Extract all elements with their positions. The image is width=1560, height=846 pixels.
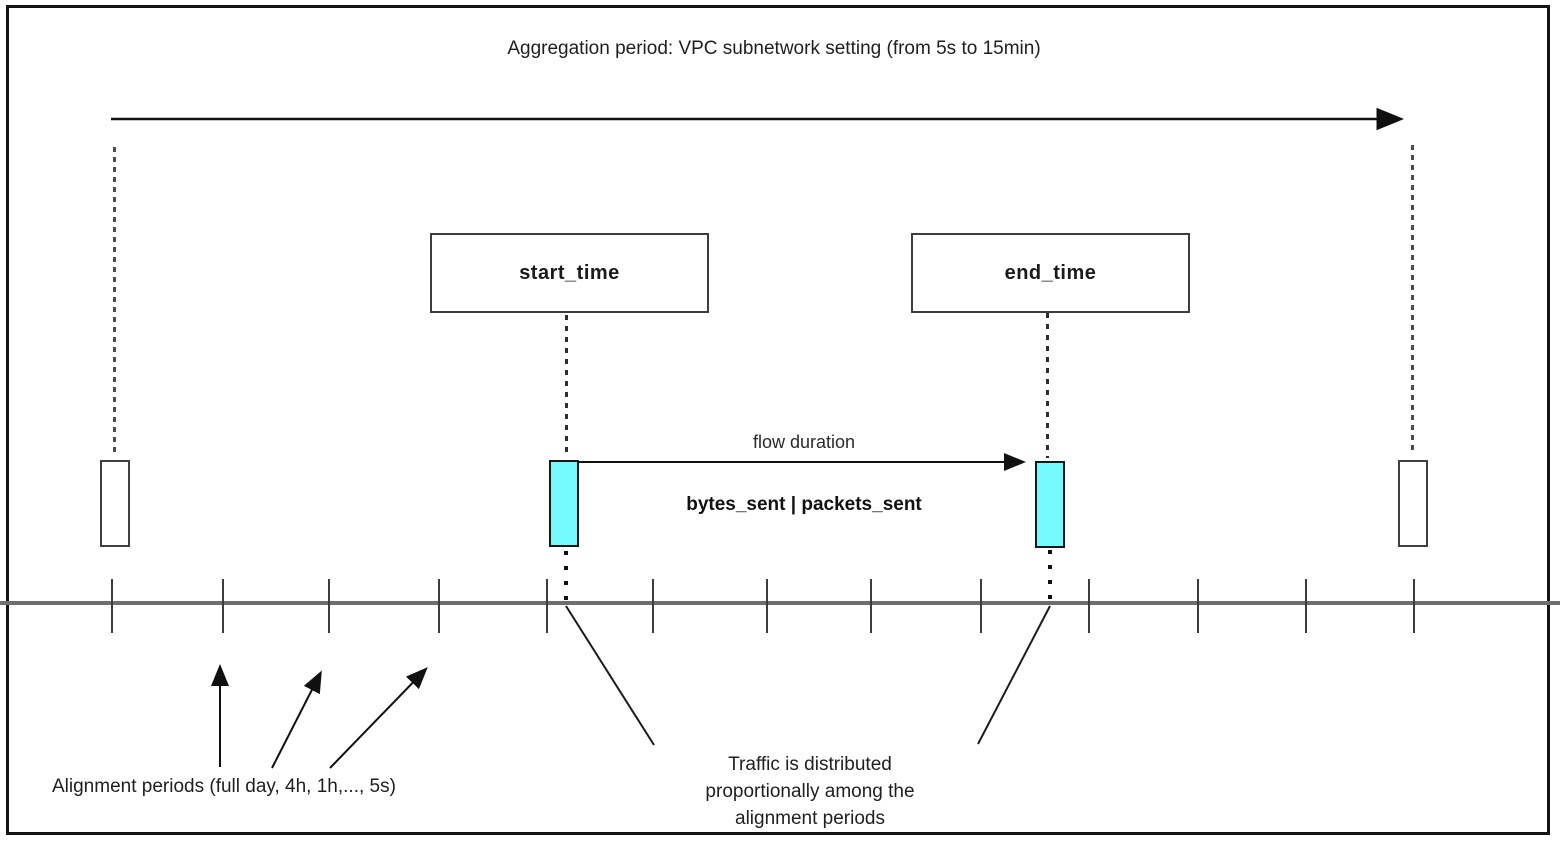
timeline-tick <box>1413 579 1415 633</box>
end-time-label: end_time <box>1004 261 1097 284</box>
timeline-tick <box>546 579 548 633</box>
timeline-tick <box>328 579 330 633</box>
flow-metrics-label: bytes_sent | packets_sent <box>686 494 922 515</box>
start-tick-dotted-line <box>564 551 568 605</box>
right-boundary-dashed-line <box>1411 145 1414 455</box>
flow-duration-label: flow duration <box>752 432 856 452</box>
diagram-title: Aggregation period: VPC subnetwork setti… <box>507 38 1041 59</box>
diagram-frame <box>6 5 1550 835</box>
timeline-tick <box>766 579 768 633</box>
timeline-line <box>0 601 1560 605</box>
end-time-connector <box>1046 313 1049 458</box>
end-highlight-rect <box>1035 461 1065 548</box>
timeline-tick <box>438 579 440 633</box>
alignment-periods-label: Alignment periods (full day, 4h, 1h,...,… <box>52 776 396 797</box>
traffic-distribution-note: Traffic is distributed proportionally am… <box>705 754 915 829</box>
start-time-box: start_time <box>430 233 709 313</box>
start-time-connector <box>565 315 568 458</box>
right-edge-marker-rect <box>1398 460 1428 547</box>
timeline-tick <box>870 579 872 633</box>
timeline-tick <box>652 579 654 633</box>
timeline-tick <box>980 579 982 633</box>
timeline-tick <box>222 579 224 633</box>
end-time-box: end_time <box>911 233 1190 313</box>
timeline-tick <box>111 579 113 633</box>
start-highlight-rect <box>549 460 579 547</box>
timeline-tick <box>1305 579 1307 633</box>
left-edge-marker-rect <box>100 460 130 547</box>
start-time-label: start_time <box>519 261 620 284</box>
end-tick-dotted-line <box>1048 550 1052 605</box>
timeline-tick <box>1088 579 1090 633</box>
left-boundary-dashed-line <box>113 147 116 455</box>
timeline-tick <box>1197 579 1199 633</box>
